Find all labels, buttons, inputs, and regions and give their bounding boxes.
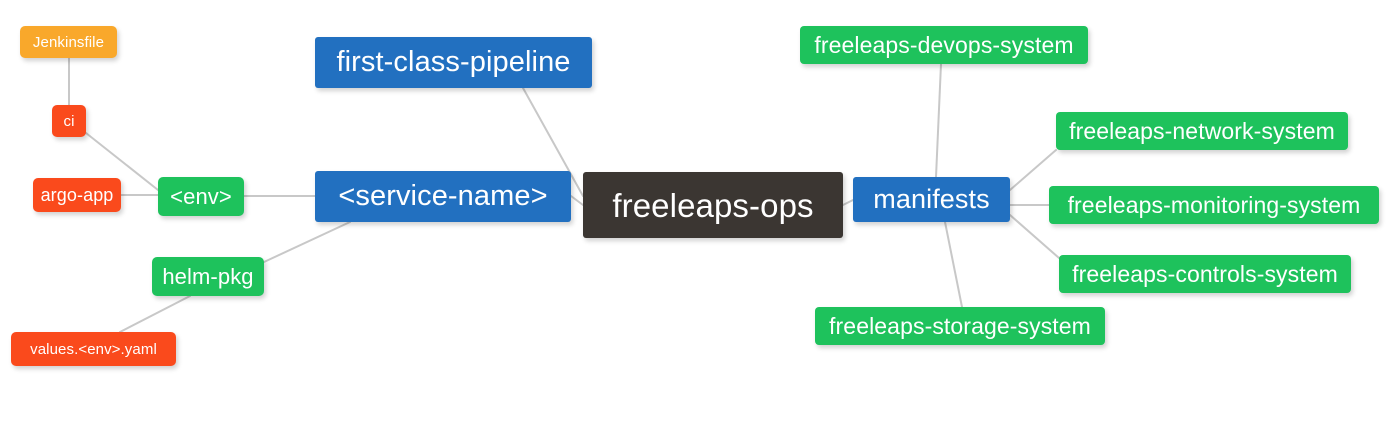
node-label-first-class-pipeline: first-class-pipeline xyxy=(336,46,571,78)
node-label-freeleaps-monitoring-system: freeleaps-monitoring-system xyxy=(1067,191,1361,218)
edge-service-name-to-helm-pkg xyxy=(263,221,351,263)
node-label-freeleaps-ops: freeleaps-ops xyxy=(612,186,814,224)
node-label-manifests: manifests xyxy=(873,184,990,214)
edge-freeleaps-ops-to-manifests xyxy=(842,199,854,206)
node-label-values-env-yaml: values.<env>.yaml xyxy=(30,340,157,358)
node-freeleaps-monitoring-system[interactable]: freeleaps-monitoring-system xyxy=(1049,186,1379,224)
node-manifests[interactable]: manifests xyxy=(853,177,1010,222)
node-freeleaps-controls-system[interactable]: freeleaps-controls-system xyxy=(1059,255,1351,293)
node-label-ci: ci xyxy=(63,112,75,130)
node-label-freeleaps-network-system: freeleaps-network-system xyxy=(1069,117,1335,144)
edge-manifests-to-freeleaps-network-system xyxy=(1009,149,1057,191)
node-label-freeleaps-storage-system: freeleaps-storage-system xyxy=(829,312,1091,339)
node-label-env: <env> xyxy=(170,183,232,209)
node-freeleaps-devops-system[interactable]: freeleaps-devops-system xyxy=(800,26,1088,64)
node-label-helm-pkg: helm-pkg xyxy=(162,263,254,289)
edge-freeleaps-ops-to-service-name xyxy=(570,195,584,206)
edge-manifests-to-freeleaps-devops-system xyxy=(935,63,942,178)
node-freeleaps-storage-system[interactable]: freeleaps-storage-system xyxy=(815,307,1105,345)
node-label-freeleaps-controls-system: freeleaps-controls-system xyxy=(1072,260,1338,287)
node-label-freeleaps-devops-system: freeleaps-devops-system xyxy=(814,31,1074,58)
edge-helm-pkg-to-values-env-yaml xyxy=(119,295,191,333)
node-freeleaps-ops[interactable]: freeleaps-ops xyxy=(583,172,843,238)
node-first-class-pipeline[interactable]: first-class-pipeline xyxy=(315,37,592,88)
node-ci[interactable]: ci xyxy=(52,105,86,137)
edge-manifests-to-freeleaps-storage-system xyxy=(944,221,963,308)
node-jenkinsfile[interactable]: Jenkinsfile xyxy=(20,26,117,58)
node-service-name[interactable]: <service-name> xyxy=(315,171,571,222)
node-label-service-name: <service-name> xyxy=(338,180,548,212)
node-label-jenkinsfile: Jenkinsfile xyxy=(32,33,105,51)
node-freeleaps-network-system[interactable]: freeleaps-network-system xyxy=(1056,112,1348,150)
node-values-env-yaml[interactable]: values.<env>.yaml xyxy=(11,332,176,366)
node-argo-app[interactable]: argo-app xyxy=(33,178,121,212)
node-label-argo-app: argo-app xyxy=(40,185,114,205)
node-helm-pkg[interactable]: helm-pkg xyxy=(152,257,264,296)
node-env[interactable]: <env> xyxy=(158,177,244,216)
